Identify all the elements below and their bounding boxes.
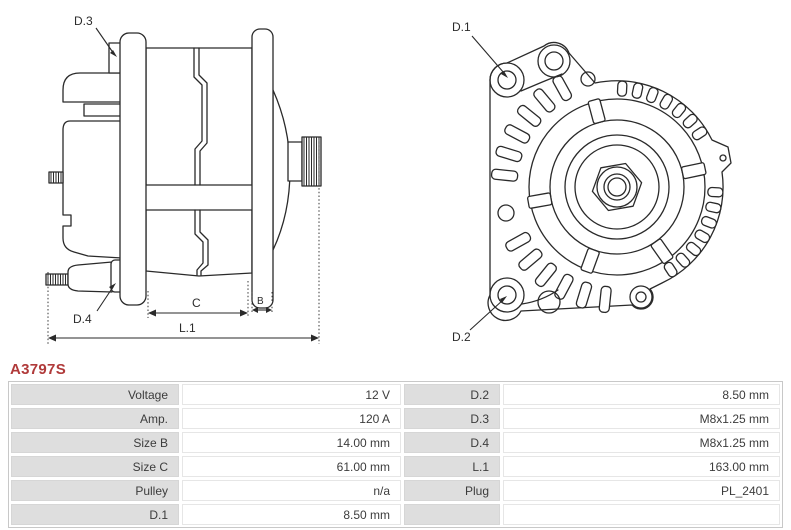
spec-value-cell: M8x1.25 mm (503, 432, 780, 453)
spec-value-cell: 8.50 mm (503, 384, 780, 405)
alternator-rear-view-drawing: D.1 D.2 (452, 20, 732, 344)
spec-label-cell: Amp. (11, 408, 179, 429)
spec-label-cell: Voltage (11, 384, 179, 405)
spec-label-cell: Size B (11, 432, 179, 453)
spec-label-cell (404, 504, 500, 525)
spec-label-cell: D.3 (404, 408, 500, 429)
spec-table: Voltage 12 V D.2 8.50 mm Amp. 120 A D.3 … (8, 381, 783, 528)
dim-label-d4: D.4 (73, 312, 92, 326)
spec-value-cell: PL_2401 (503, 480, 780, 501)
dim-label-b: B (257, 296, 264, 307)
alternator-side-view-drawing: C B L.1 D.3 D.4 (45, 14, 322, 344)
alternator-drawing: C B L.1 D.3 D.4 (45, 14, 732, 344)
spec-label-cell: Size C (11, 456, 179, 477)
spec-label-cell: Plug (404, 480, 500, 501)
spec-value-cell: M8x1.25 mm (503, 408, 780, 429)
spec-value-cell: 12 V (182, 384, 401, 405)
part-number: A3797S (10, 361, 67, 378)
spec-value-cell: 163.00 mm (503, 456, 780, 477)
spec-value-cell: n/a (182, 480, 401, 501)
dim-label-d2: D.2 (452, 330, 471, 344)
spec-value-cell (503, 504, 780, 525)
spec-label-cell: D.1 (11, 504, 179, 525)
spec-value-cell: 8.50 mm (182, 504, 401, 525)
spec-label-cell: Pulley (11, 480, 179, 501)
spec-value-cell: 120 A (182, 408, 401, 429)
technical-drawing-area: C B L.1 D.3 D.4 (45, 14, 732, 344)
spec-value-cell: 14.00 mm (182, 432, 401, 453)
spec-label-cell: D.2 (404, 384, 500, 405)
dim-label-l1: L.1 (179, 321, 196, 335)
spec-label-cell: D.4 (404, 432, 500, 453)
spec-value-cell: 61.00 mm (182, 456, 401, 477)
dim-label-d1: D.1 (452, 20, 471, 34)
dim-label-c: C (192, 296, 201, 310)
spec-label-cell: L.1 (404, 456, 500, 477)
dim-label-d3: D.3 (74, 14, 93, 28)
